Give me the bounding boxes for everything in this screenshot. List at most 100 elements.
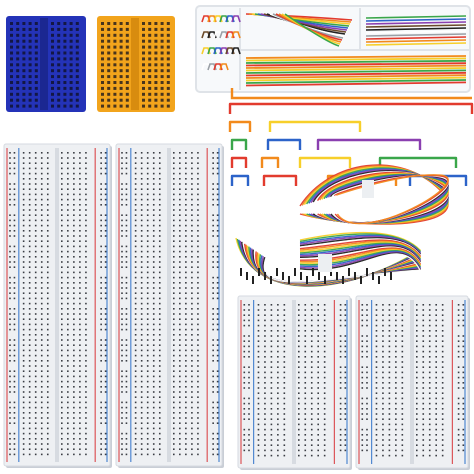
hole [179, 198, 181, 201]
hole [173, 271, 175, 274]
hole [428, 356, 431, 358]
hole [152, 302, 155, 305]
rail-hole [243, 418, 246, 420]
hole [395, 345, 397, 348]
hole [283, 392, 286, 394]
rail-hole [9, 339, 11, 341]
hole [304, 309, 307, 311]
hole [85, 432, 87, 435]
hole [179, 266, 181, 268]
wire [272, 13, 344, 39]
rail-hole [100, 370, 102, 372]
hole [152, 297, 155, 300]
hole [441, 428, 444, 431]
hole [67, 427, 69, 430]
hole [152, 219, 155, 222]
hole [134, 183, 137, 185]
hole [422, 439, 425, 441]
hole [197, 313, 199, 315]
rail-hole [121, 167, 123, 170]
hole [441, 418, 444, 420]
hole [173, 386, 175, 388]
rail-hole [104, 245, 107, 248]
hole [166, 51, 170, 55]
hole [441, 319, 444, 322]
rail-hole [104, 256, 107, 258]
rail-hole [248, 418, 250, 420]
hole [140, 297, 143, 300]
hole [395, 402, 397, 405]
hole [134, 219, 137, 222]
hole [67, 261, 69, 263]
hole [22, 45, 26, 49]
rail-hole [212, 204, 214, 206]
rail-hole [125, 297, 128, 300]
rail-hole [339, 304, 342, 306]
hole [40, 417, 43, 419]
hole [28, 209, 31, 211]
hole [16, 98, 20, 102]
rail-hole [248, 408, 250, 410]
hole [191, 245, 193, 248]
hole [197, 224, 199, 227]
rail-hole [212, 391, 214, 393]
hole [310, 397, 313, 400]
rail-hole [9, 193, 11, 196]
hole [134, 198, 137, 201]
hole [61, 308, 63, 310]
preformed-jumper-wires [228, 88, 474, 186]
hole [191, 172, 193, 175]
hole [310, 335, 313, 337]
hole [298, 397, 300, 400]
hole [125, 51, 129, 55]
hole [61, 365, 63, 367]
hole [283, 314, 286, 316]
hole [10, 45, 13, 49]
hole [85, 204, 87, 206]
hole [34, 224, 37, 227]
hole [395, 397, 397, 400]
rail-hole [212, 406, 214, 409]
hole [264, 309, 266, 311]
hole [173, 443, 175, 445]
hole [428, 423, 431, 426]
hole [34, 292, 37, 294]
hole [22, 245, 25, 248]
hole [40, 318, 43, 320]
wire [365, 30, 467, 34]
hole [28, 240, 31, 242]
hole [416, 304, 418, 306]
hole [40, 245, 43, 248]
hole [61, 380, 63, 383]
hole [34, 313, 37, 315]
hole [388, 449, 391, 452]
hole [435, 428, 437, 431]
hole [61, 204, 63, 206]
rail-hole [125, 224, 128, 227]
hole [10, 69, 13, 73]
rail-hole [243, 434, 246, 436]
hole [422, 454, 425, 457]
rail-hole [121, 183, 123, 185]
rail-hole [212, 380, 214, 383]
hole [270, 304, 273, 306]
hole [75, 51, 79, 55]
rail-hole [100, 432, 102, 435]
hole [85, 313, 87, 315]
hole [323, 397, 326, 400]
hole [441, 314, 444, 316]
hole [435, 350, 437, 353]
hole [264, 314, 266, 316]
hole [185, 152, 187, 154]
hole [158, 250, 161, 253]
hole [113, 39, 117, 43]
hole [388, 350, 391, 353]
hole [34, 172, 37, 175]
hole [382, 413, 384, 415]
hole [140, 198, 143, 201]
rail-hole [339, 366, 342, 368]
hole [298, 392, 300, 394]
rail-hole [457, 366, 460, 368]
rail-hole [100, 417, 102, 419]
hole [298, 449, 300, 452]
